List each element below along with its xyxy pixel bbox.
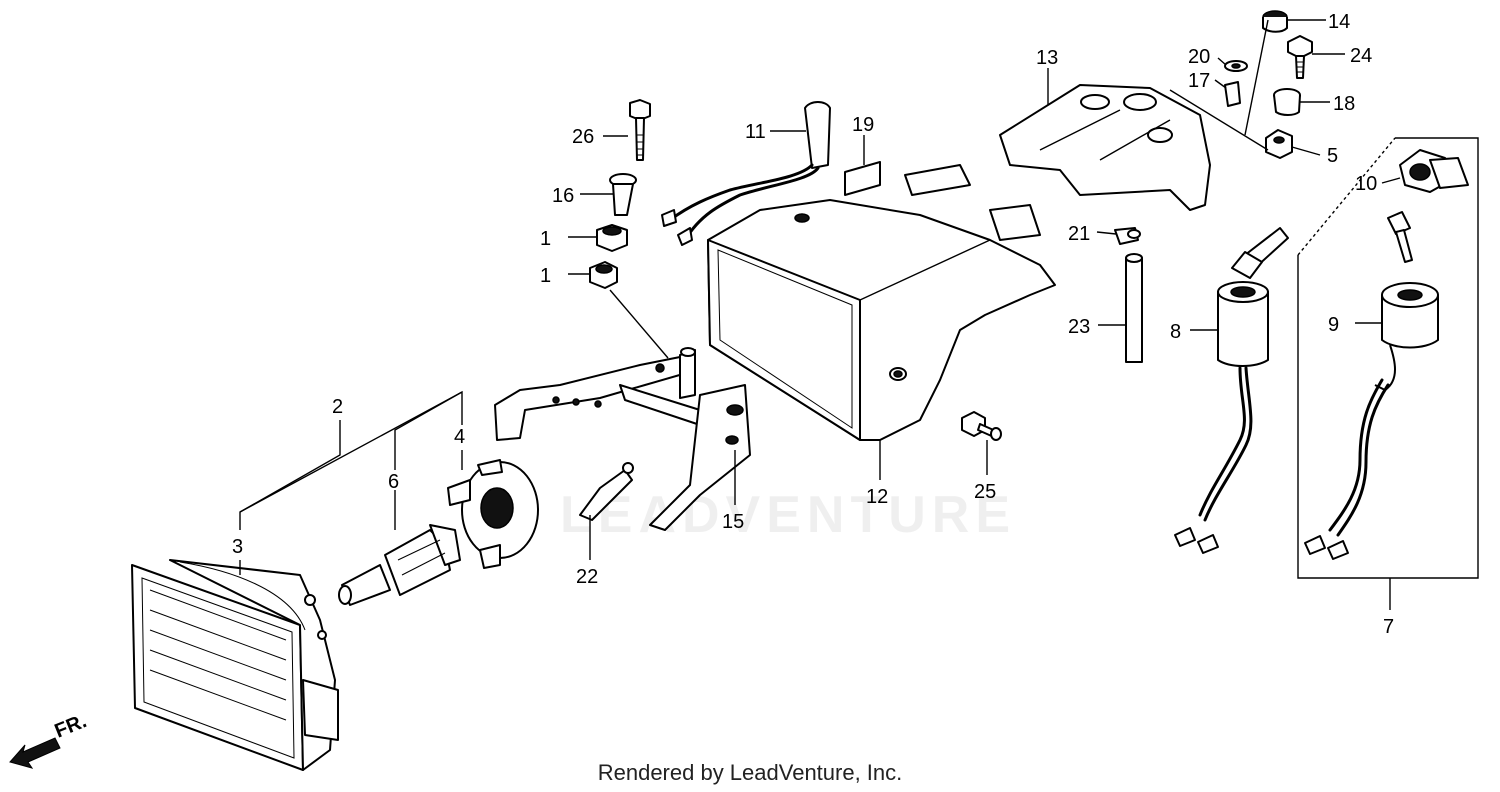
callout-12: 12 <box>866 486 888 508</box>
callout-8: 8 <box>1170 321 1181 343</box>
callout-2: 2 <box>332 396 343 418</box>
callout-7: 7 <box>1383 616 1394 638</box>
watermark: LEADVENTURE <box>560 486 1016 544</box>
callout-11: 11 <box>745 121 766 143</box>
bolt-25-part <box>961 411 1002 441</box>
callout-4: 4 <box>454 426 465 448</box>
callout-13: 13 <box>1036 47 1058 69</box>
callout-5: 5 <box>1327 145 1338 167</box>
clamp-and-tube-group <box>1114 227 1143 363</box>
ignition-switch-part <box>1174 227 1289 554</box>
callout-15: 15 <box>722 511 744 533</box>
headlight-socket-cover-part <box>447 459 539 569</box>
callout-14: 14 <box>1328 11 1350 33</box>
callout-19: 19 <box>852 114 874 136</box>
callout-23: 23 <box>1068 316 1090 338</box>
footer-credit: Rendered by LeadVenture, Inc. <box>597 760 903 785</box>
callout-18: 18 <box>1333 93 1355 115</box>
hardware-parts-group <box>1169 10 1313 159</box>
headlight-bracket-part <box>494 347 751 531</box>
front-direction-label: FR. <box>52 710 90 742</box>
callout-10: 10 <box>1355 173 1377 195</box>
callout-16: 16 <box>552 185 574 207</box>
wire-harness-part <box>661 101 831 246</box>
callout-25: 25 <box>974 481 996 503</box>
callout-1a: 1 <box>540 228 551 250</box>
callout-24: 24 <box>1350 45 1372 67</box>
callout-6: 6 <box>388 471 399 493</box>
switch-assembly-group <box>1297 137 1479 579</box>
leader-lines <box>239 19 1401 610</box>
callout-1b: 1 <box>540 265 551 287</box>
callout-17: 17 <box>1188 70 1210 92</box>
callout-22: 22 <box>576 566 598 588</box>
callout-20: 20 <box>1188 46 1210 68</box>
headlight-bulb-part <box>338 524 461 606</box>
callout-26: 26 <box>572 126 594 148</box>
callout-9: 9 <box>1328 314 1339 336</box>
callout-21: 21 <box>1068 223 1090 245</box>
callout-3: 3 <box>232 536 243 558</box>
harness-clip-part <box>579 462 634 521</box>
headlight-case-part <box>707 164 1056 441</box>
headlight-unit-part <box>131 559 339 771</box>
callout-labels: 1 1 2 3 4 5 6 7 8 9 10 11 12 13 14 15 16… <box>232 11 1394 638</box>
mounting-bolts-group <box>589 99 651 289</box>
caution-label-part <box>844 161 881 196</box>
top-cover-part <box>999 84 1211 211</box>
